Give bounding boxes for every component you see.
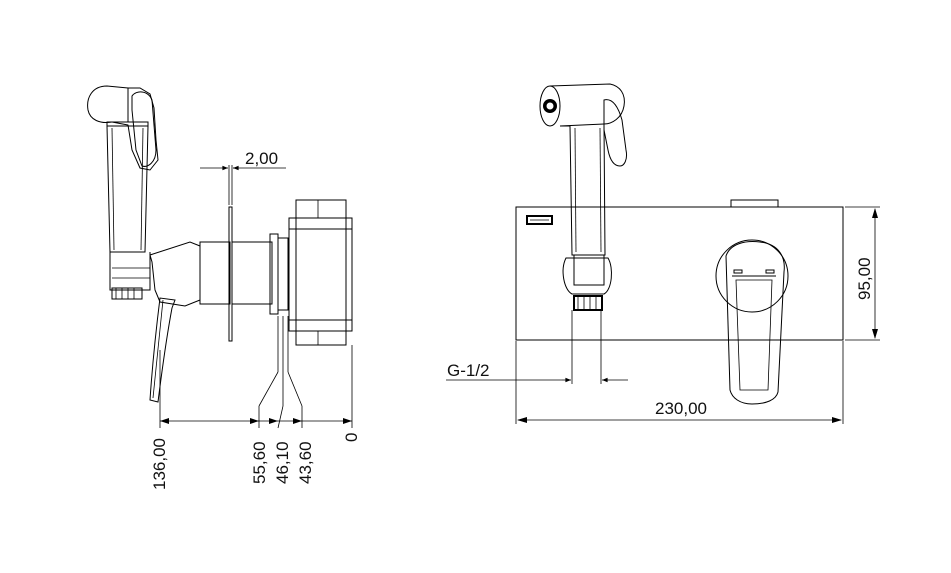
mixer-lever-side [149,241,201,403]
side-view: 2,00 136,00 55,60 46,10 43,60 0 [87,85,361,490]
width-dimension: 230,00 [515,341,844,424]
depth-total-label: 136,00 [150,438,169,490]
depth-dimensions: 136,00 55,60 46,10 43,60 0 [150,316,361,490]
hand-shower-side [87,85,159,300]
front-view: G-1/2 230,00 95,00 [446,83,880,424]
thread-dimension: G-1/2 [446,310,628,384]
gap-dimension: 2,00 [200,149,286,205]
gap-dimension-label: 2,00 [245,149,278,168]
wall-plate [515,199,844,341]
mixer-body-side [199,199,353,346]
height-label: 95,00 [855,257,874,300]
depth-c-label: 43,60 [296,441,315,484]
mixer-lever-front [715,239,789,405]
thread-label: G-1/2 [447,361,490,380]
depth-b-label: 46,10 [273,441,292,484]
depth-a-label: 55,60 [250,441,269,484]
width-label: 230,00 [655,399,707,418]
hand-shower-front [539,83,627,311]
depth-zero-label: 0 [342,433,361,442]
height-dimension: 95,00 [845,206,880,341]
